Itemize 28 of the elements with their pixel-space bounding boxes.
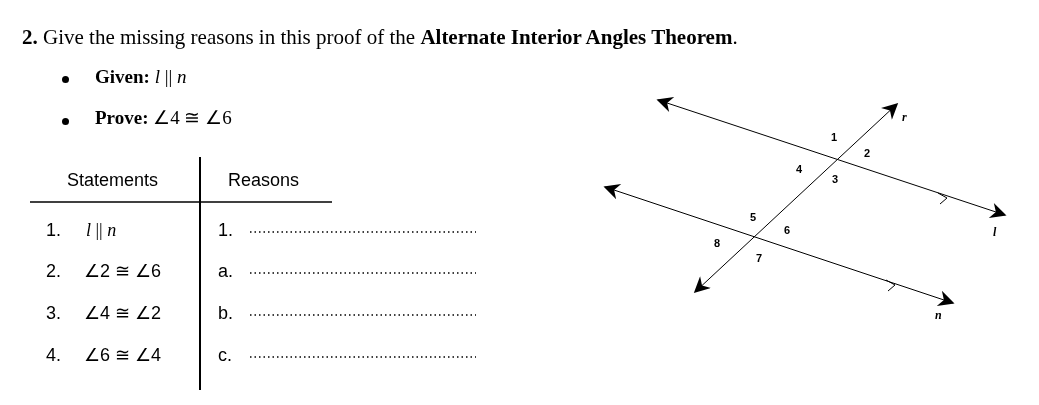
angle-number: 7 bbox=[756, 253, 763, 264]
prove-statement: Prove: ∠4 ≅ ∠6 bbox=[95, 108, 232, 127]
reason-number: b. bbox=[218, 304, 233, 322]
question-text: 2. Give the missing reasons in this proof of the Alternate Interior Angles Theorem. bbox=[22, 27, 738, 48]
row-number: 3. bbox=[46, 304, 61, 322]
angle-number: 5 bbox=[750, 212, 757, 223]
line-label: r bbox=[902, 111, 907, 123]
column-header: Reasons bbox=[228, 171, 300, 189]
angle-number: 8 bbox=[714, 238, 721, 249]
given-statement: Given: l || n bbox=[95, 67, 187, 86]
angle-number: 6 bbox=[784, 225, 791, 236]
angle-number: 3 bbox=[832, 174, 839, 185]
statement-text: l || n bbox=[86, 221, 117, 239]
statement-text: ∠2 ≅ ∠6 bbox=[84, 262, 162, 280]
line-label: n bbox=[935, 309, 942, 321]
angle-number: 4 bbox=[796, 164, 803, 175]
statement-text: ∠6 ≅ ∠4 bbox=[84, 346, 162, 364]
reason-number: a. bbox=[218, 262, 233, 280]
statement-text: ∠4 ≅ ∠2 bbox=[84, 304, 162, 322]
row-number: 2. bbox=[46, 262, 61, 280]
row-number: 4. bbox=[46, 346, 61, 364]
angle-number: 1 bbox=[831, 132, 838, 143]
row-number: 1. bbox=[46, 221, 61, 239]
angle-number: 2 bbox=[864, 148, 871, 159]
reason-number: 1. bbox=[218, 221, 233, 239]
line-label: l bbox=[993, 226, 997, 238]
column-header: Statements bbox=[67, 171, 159, 189]
reason-number: c. bbox=[218, 346, 232, 364]
